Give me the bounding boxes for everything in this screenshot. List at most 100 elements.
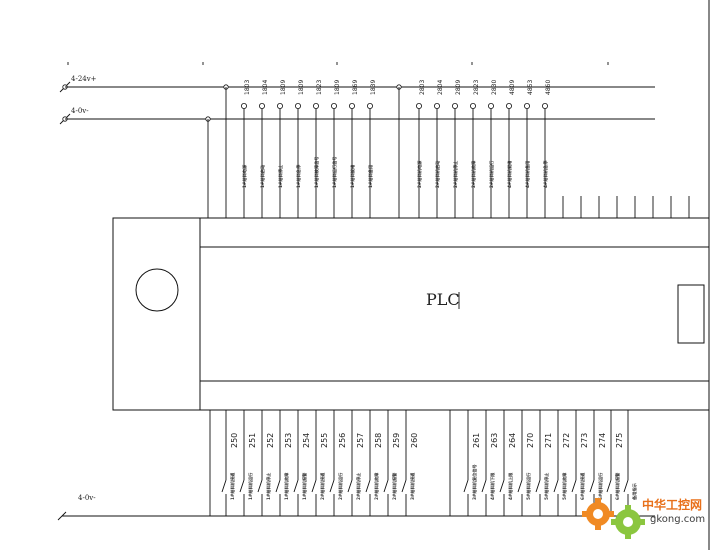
top-input-desc: 1#给料电源	[241, 164, 248, 188]
bottom-output-14: 270 5#给料机运行	[517, 410, 535, 516]
top-input-group: 18031#给料电源18041#给料启动18091#给料停止18091#给料急停…	[240, 80, 552, 218]
top-input-terminal: 2804	[437, 80, 444, 95]
bottom-output-desc: 6#给料机报警	[614, 472, 621, 500]
rail-0v-bottom-label: 4-0v-	[78, 494, 96, 502]
top-input-terminal: 4809	[509, 80, 516, 95]
top-input-desc: 4#给料机急停	[542, 160, 549, 188]
top-input-desc: 1#给料急停	[295, 164, 302, 188]
bottom-output-desc: 备用指示	[631, 482, 638, 500]
bottom-output-desc: 1#给料机运行	[247, 472, 254, 500]
bottom-output-number: 274	[598, 433, 607, 448]
bottom-output-number: 272	[562, 433, 571, 448]
bottom-output-desc: 2#给料机运行	[337, 472, 344, 500]
bottom-output-desc: 4#给料机上限	[507, 472, 514, 500]
bottom-output-number: 252	[266, 433, 275, 448]
bottom-output-desc: 1#给料机接通	[229, 472, 236, 500]
bottom-output-5: 255 2#给料机接通	[311, 410, 329, 516]
top-input-desc: 2#给料机运行	[488, 160, 495, 188]
bottom-output-desc: 1#给料机故障	[283, 472, 290, 500]
bottom-output-11: 261 3#给料机复位信号	[463, 410, 481, 516]
top-margin-ticks	[67, 62, 609, 65]
bottom-output-12: 263 4#给料机下限	[481, 410, 499, 516]
bottom-output-number: 275	[615, 433, 624, 448]
bottom-output-desc: 3#给料机复位信号	[471, 464, 478, 500]
top-input-14: 4853 4#给料机备用	[524, 80, 534, 218]
top-input-terminal: 4853	[527, 80, 534, 95]
top-input-terminal: 1809	[334, 80, 341, 95]
bottom-output-desc: 6#给料机运行	[597, 472, 604, 500]
top-input-desc: 1#给料就绪	[349, 164, 356, 188]
top-input-terminal: 1823	[316, 80, 323, 95]
bottom-output-desc: 4#给料机下限	[489, 472, 496, 500]
top-input-terminal: 2803	[419, 80, 426, 95]
top-input-terminal: 1809	[280, 80, 287, 95]
watermark-url: gkong.com	[650, 514, 705, 525]
bottom-output-0: 250 1#给料机接通	[221, 410, 239, 516]
top-input-desc: 4#给料机备用	[524, 161, 531, 188]
bottom-output-number: 264	[508, 433, 517, 448]
plc-mounting-circle	[135, 268, 179, 312]
rail-0v-bottom: 4-0v-	[57, 494, 655, 521]
bottom-output-number: 261	[472, 433, 481, 448]
bottom-output-number: 256	[338, 433, 347, 448]
gear-logo-small-icon	[611, 505, 645, 539]
bottom-output-20: 备用指示	[623, 410, 638, 516]
bottom-output-number: 263	[490, 433, 499, 448]
watermark: 中华工控网 gkong.com	[582, 497, 705, 539]
bottom-output-17: 273 6#给料机接通	[571, 410, 589, 516]
bottom-output-desc: 2#给料机接通	[319, 472, 326, 500]
top-input-desc: 1#给料运行信号	[331, 156, 338, 188]
bottom-output-number: 253	[284, 433, 293, 448]
bottom-output-number: 258	[374, 433, 383, 448]
bottom-output-3: 253 1#给料机故障	[275, 410, 293, 516]
bottom-output-desc: 5#给料机运行	[525, 472, 532, 500]
bottom-output-desc: 2#给料机停止	[355, 472, 362, 500]
bottom-output-desc: 3#给料机接通	[409, 472, 416, 500]
bottom-output-number: 259	[392, 433, 401, 448]
bottom-output-number: 273	[580, 433, 589, 448]
bottom-output-desc: 5#给料机故障	[561, 472, 568, 500]
rail-0v-top: 4-0v-	[59, 107, 655, 125]
top-input-terminal: 2809	[455, 80, 462, 95]
bottom-output-desc: 6#给料机接通	[579, 472, 586, 500]
top-input-12: 2830 2#给料机运行	[487, 80, 498, 218]
bottom-output-desc: 1#给料机停止	[265, 472, 272, 500]
bottom-output-number: 260	[410, 433, 419, 448]
top-input-6: 1869 1#给料就绪	[348, 80, 359, 218]
top-input-1: 1804 1#给料启动	[258, 80, 269, 218]
top-input-terminal: 1839	[370, 80, 377, 95]
top-input-13: 4809 4#给料机就绪	[505, 80, 516, 218]
top-input-5: 1809 1#给料运行信号	[330, 80, 341, 218]
top-input-desc: 2#给料机停止	[452, 160, 459, 188]
bottom-output-6: 256 2#给料机运行	[329, 410, 347, 516]
bottom-output-9: 259 2#给料机报警	[383, 410, 401, 516]
plc-body: PLC	[112, 217, 710, 411]
bottom-output-desc: 2#给料机故障	[373, 472, 380, 500]
top-input-terminal: 1869	[352, 80, 359, 95]
top-input-desc: 1#给料启动	[259, 164, 266, 188]
top-input-desc: 4#给料机就绪	[506, 160, 513, 188]
bottom-output-7: 257 2#给料机停止	[347, 410, 365, 516]
bottom-output-number: 250	[230, 433, 239, 448]
bottom-output-number: 255	[320, 433, 329, 448]
bottom-output-number: 257	[356, 433, 365, 448]
rail-24v-plus-label: 4-24v+	[71, 75, 97, 83]
top-input-terminal: 2830	[491, 80, 498, 95]
bottom-output-desc: 2#给料机报警	[391, 472, 398, 500]
bottom-output-2: 252 1#给料机停止	[257, 410, 275, 516]
top-input-terminal: 2823	[473, 80, 480, 95]
top-input-terminal: 1809	[298, 80, 305, 95]
top-input-terminal: 1804	[262, 80, 269, 95]
bottom-output-13: 264 4#给料机上限	[499, 410, 517, 516]
bottom-output-number: 270	[526, 433, 535, 448]
watermark-logo-text: 中华工控网	[642, 497, 702, 512]
